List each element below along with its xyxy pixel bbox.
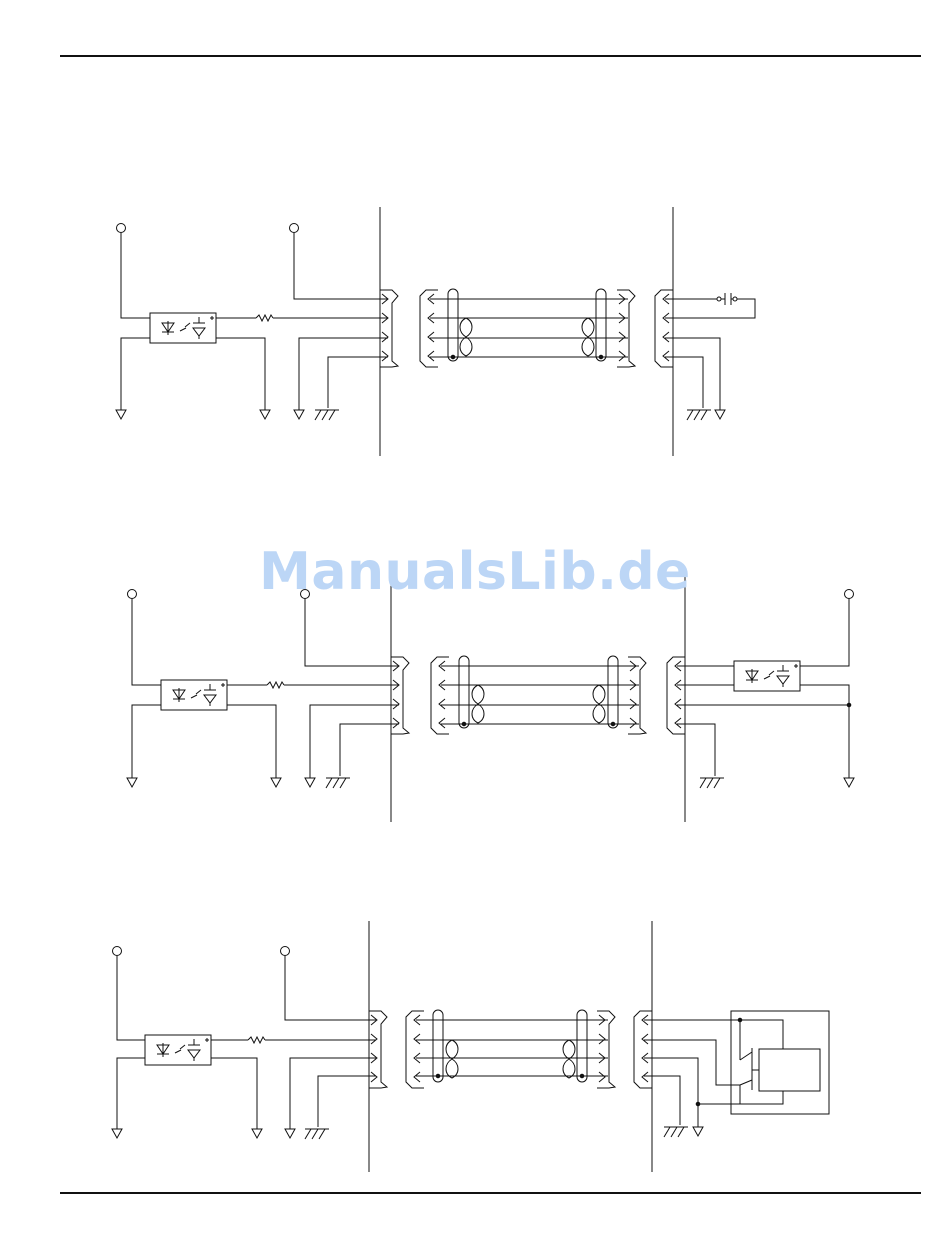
optocoupler-icon bbox=[734, 661, 800, 691]
supply-terminal-icon bbox=[290, 224, 299, 233]
chassis-ground-icon bbox=[305, 1129, 329, 1139]
twisted-pair-icon bbox=[460, 318, 472, 356]
diagram-2 bbox=[127, 575, 854, 822]
ground-icon bbox=[844, 772, 854, 787]
optocoupler-icon bbox=[150, 313, 216, 343]
cable-connector-icon bbox=[617, 290, 635, 367]
ground-icon bbox=[252, 1123, 262, 1138]
transistor-module-box bbox=[731, 1011, 829, 1114]
ground-icon bbox=[305, 772, 315, 787]
ground-icon bbox=[127, 772, 137, 787]
supply-terminal-icon bbox=[281, 947, 290, 956]
cable-connector-icon bbox=[431, 657, 449, 734]
chassis-ground-icon bbox=[664, 1127, 688, 1137]
ground-icon bbox=[116, 404, 126, 419]
cable-shield-icon bbox=[433, 1010, 443, 1082]
supply-terminal-icon bbox=[117, 224, 126, 233]
twisted-pair-icon bbox=[593, 685, 605, 723]
resistor-icon bbox=[248, 1037, 265, 1043]
cable-connector-icon bbox=[628, 657, 646, 734]
resistor-icon bbox=[267, 682, 284, 688]
ground-icon bbox=[260, 404, 270, 419]
diagram-1 bbox=[116, 207, 755, 456]
cable-shield-icon bbox=[448, 289, 458, 361]
cable-shield-icon bbox=[596, 289, 606, 361]
cable-connector-icon bbox=[420, 290, 438, 367]
watermark: ManualsLib.de bbox=[0, 542, 950, 602]
supply-terminal-icon bbox=[113, 947, 122, 956]
connector-socket-icon bbox=[667, 657, 685, 734]
cable-shield-icon bbox=[608, 656, 618, 728]
connector-socket-icon bbox=[655, 290, 673, 367]
twisted-pair-icon bbox=[472, 685, 484, 723]
optocoupler-icon bbox=[161, 680, 227, 710]
chassis-ground-icon bbox=[326, 778, 350, 788]
twisted-pair-icon bbox=[563, 1040, 575, 1078]
twisted-pair-icon bbox=[446, 1040, 458, 1078]
ground-icon bbox=[285, 1123, 295, 1138]
optocoupler-icon bbox=[145, 1035, 211, 1065]
connector-plug-icon bbox=[380, 290, 398, 367]
controller-block bbox=[759, 1049, 820, 1091]
diagram-3 bbox=[112, 921, 829, 1172]
ground-icon bbox=[294, 404, 304, 419]
chassis-ground-icon bbox=[700, 778, 724, 788]
ground-icon bbox=[715, 404, 725, 419]
resistor-icon bbox=[256, 315, 273, 321]
ground-icon bbox=[112, 1123, 122, 1138]
footer-rule bbox=[60, 1192, 921, 1194]
connector-plug-icon bbox=[391, 657, 409, 734]
cable-shield-icon bbox=[459, 656, 469, 728]
twisted-pair-icon bbox=[582, 318, 594, 356]
ground-icon bbox=[693, 1121, 703, 1136]
chassis-ground-icon bbox=[687, 410, 711, 420]
chassis-ground-icon bbox=[315, 410, 339, 420]
cable-shield-icon bbox=[577, 1010, 587, 1082]
ground-icon bbox=[271, 772, 281, 787]
